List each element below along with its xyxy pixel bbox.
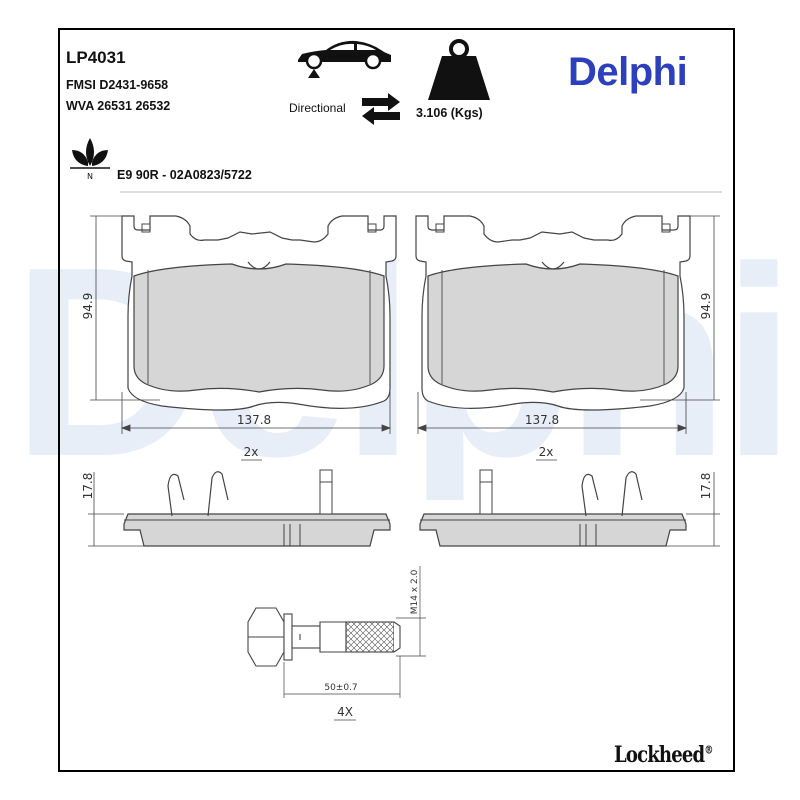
car-front-axle-icon — [298, 40, 391, 78]
drawing-frame — [58, 28, 735, 772]
directional-label: Directional — [289, 101, 346, 115]
thickness-dimension-left — [88, 472, 144, 547]
eco-leaf-icon: N — [70, 138, 110, 180]
lockheed-logo-text: Lockheed — [614, 742, 705, 768]
brake-pad-front-view-right — [415, 215, 691, 411]
directional-arrows-icon — [362, 93, 400, 125]
bolt-thread-label: M14 x 2.0 — [410, 569, 420, 614]
bolt-length-dimension — [283, 656, 401, 698]
width-dimension-left — [120, 392, 392, 434]
pad-height-label-right: 94.9 — [699, 293, 713, 320]
pad-width-label-right: 137.8 — [525, 413, 559, 427]
delphi-logo: Delphi — [568, 50, 688, 94]
bolt-length-label: 50±0.7 — [324, 683, 357, 693]
height-dimension-left — [90, 215, 160, 401]
part-number: LP4031 — [66, 48, 126, 67]
weight-icon — [428, 39, 490, 100]
pad-thickness-label-right: 17.8 — [699, 473, 713, 500]
pad-thickness-label-left: 17.8 — [81, 473, 95, 500]
fmsi-number: FMSI D2431-9658 — [66, 78, 169, 92]
pad-quantity-right: 2x — [539, 445, 554, 459]
brake-pad-side-view-right — [419, 469, 687, 547]
thickness-dimension-right — [666, 472, 720, 547]
width-dimension-right — [416, 392, 688, 434]
pad-width-label-left: 137.8 — [237, 413, 271, 427]
eco-letter: N — [87, 172, 93, 180]
brake-pad-front-view-left — [121, 215, 397, 411]
pad-height-label-left: 94.9 — [81, 293, 95, 320]
pad-quantity-left: 2x — [244, 445, 259, 459]
weight-value: 3.106 (Kgs) — [416, 106, 483, 120]
wva-number: WVA 26531 26532 — [66, 99, 171, 113]
bolt-drawing — [247, 607, 401, 667]
brake-pad-side-view-left — [123, 469, 391, 547]
lockheed-logo: Lockheed® — [614, 742, 713, 768]
bolt-thread-dimension — [396, 566, 426, 657]
bolt-quantity: 4X — [337, 705, 353, 719]
certification-number: E9 90R - 02A0823/5722 — [117, 168, 252, 182]
registered-mark: ® — [704, 743, 713, 757]
height-dimension-right — [640, 215, 720, 401]
